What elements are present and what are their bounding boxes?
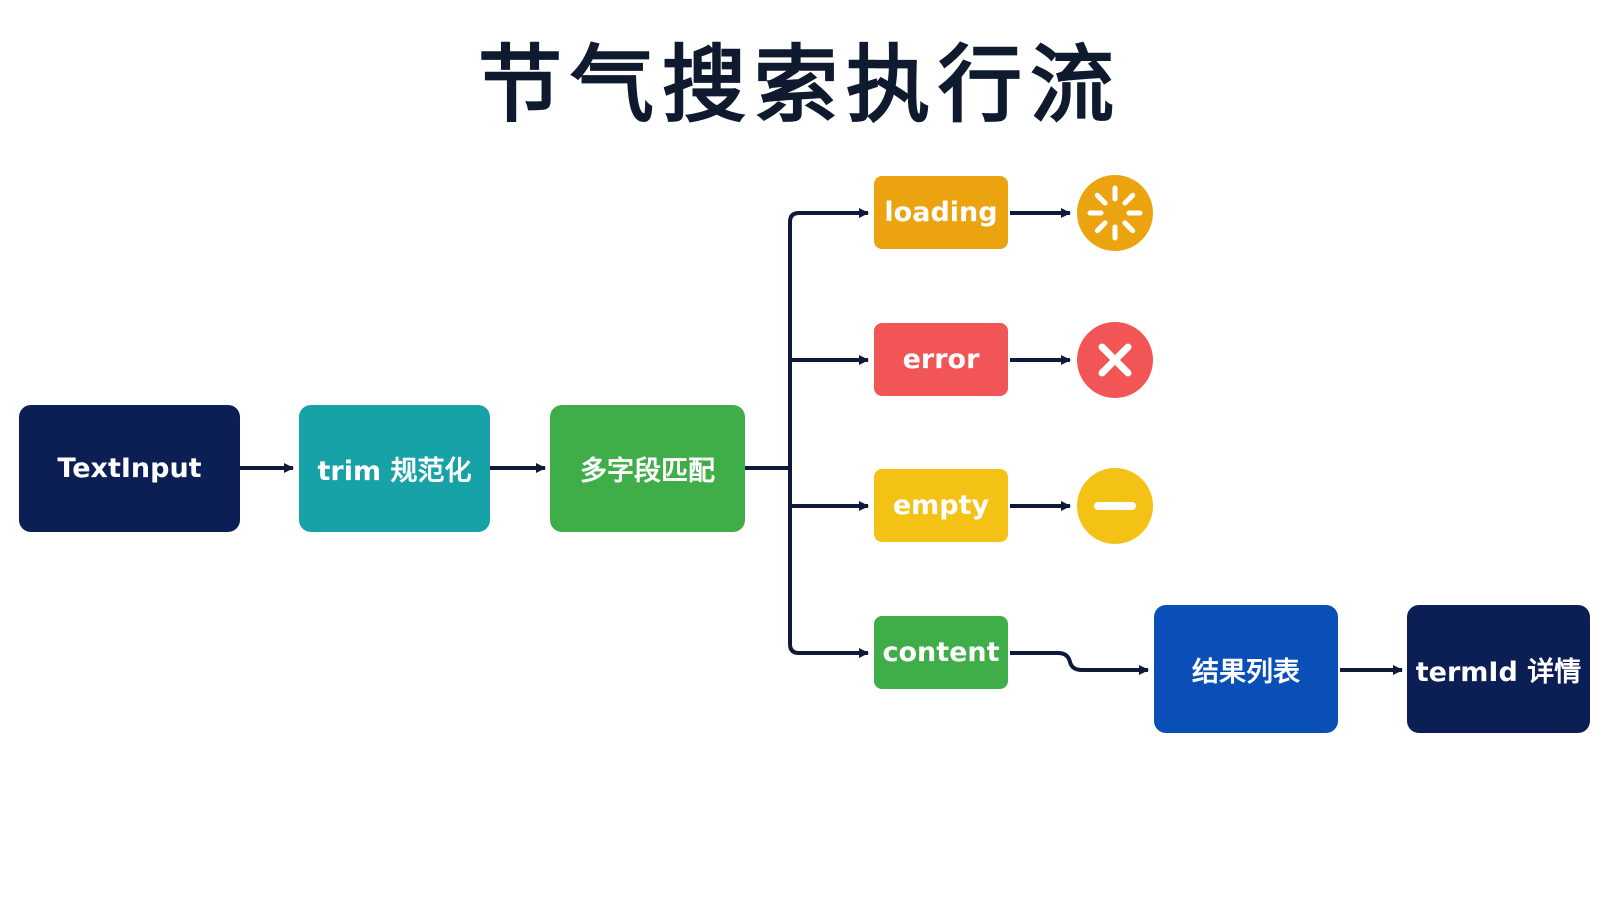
- node-empty: empty: [874, 469, 1008, 542]
- node-text-input: TextInput: [19, 405, 240, 532]
- branch-spine-vertical: [788, 222, 869, 658]
- node-content: content: [874, 616, 1008, 689]
- node-error-label: error: [902, 344, 980, 375]
- node-empty-label: empty: [892, 490, 990, 521]
- node-content-label: content: [882, 637, 1000, 668]
- node-term-detail-label: termId 详情: [1415, 656, 1582, 688]
- node-multi-field-match: 多字段匹配: [550, 405, 745, 532]
- node-term-detail: termId 详情: [1407, 605, 1590, 733]
- close-icon: [1077, 322, 1153, 398]
- node-loading: loading: [874, 176, 1008, 249]
- page-title: 节气搜索执行流: [477, 36, 1122, 134]
- node-trim-label: trim 规范化: [317, 456, 472, 487]
- node-loading-label: loading: [884, 197, 998, 228]
- spinner-icon: [1077, 175, 1153, 251]
- node-error: error: [874, 323, 1008, 396]
- node-trim: trim 规范化: [299, 405, 490, 532]
- arrow-content-to-results: [1010, 651, 1149, 675]
- node-match-label: 多字段匹配: [580, 456, 715, 487]
- node-result-list-label: 结果列表: [1192, 656, 1300, 688]
- branch-spine: [788, 208, 869, 223]
- minus-icon: [1077, 468, 1153, 544]
- node-text-input-label: TextInput: [57, 453, 202, 484]
- node-result-list: 结果列表: [1154, 605, 1338, 733]
